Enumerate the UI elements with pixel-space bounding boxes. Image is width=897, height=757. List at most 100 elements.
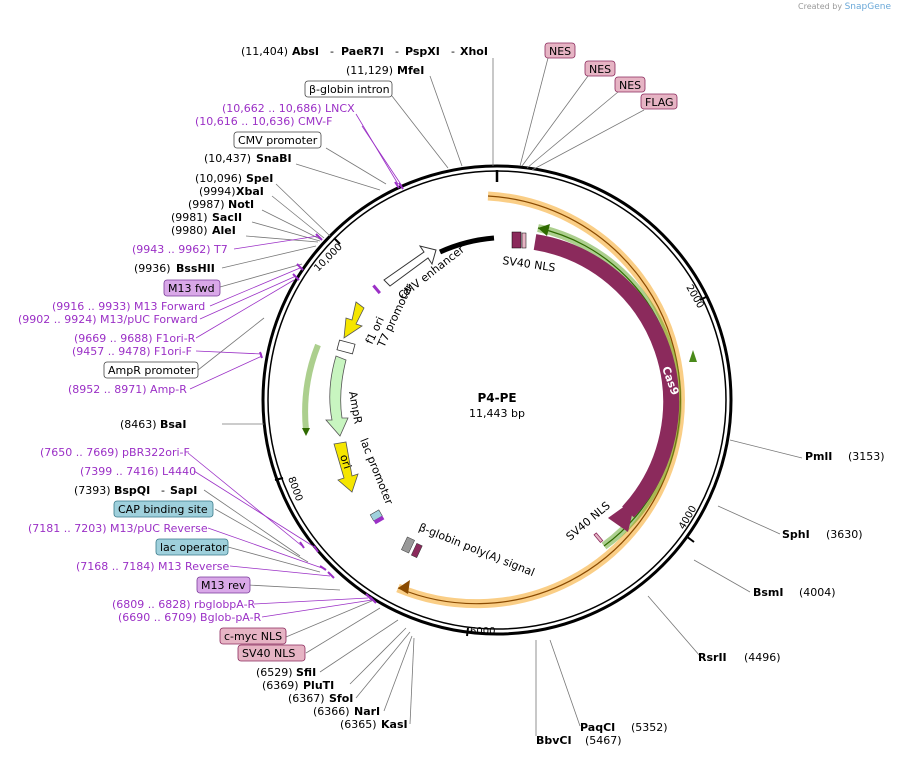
bglobin-intron-box[interactable]: [304, 80, 393, 98]
sapi-site[interactable]: SapI: [170, 484, 197, 497]
f1ori-r-primer[interactable]: (9669 .. 9688) F1ori-R: [74, 332, 196, 345]
tick-10000-mark: [333, 237, 341, 245]
bsshii-pos: (9936): [134, 262, 171, 275]
m13rev-label: M13 rev: [201, 579, 246, 592]
m13reverse-primer[interactable]: (7168 .. 7184) M13 Reverse: [76, 560, 229, 573]
bglobin-polya-block: [401, 536, 415, 554]
sv40-nls-bottom-mark: [593, 532, 604, 544]
nes-tag-3-label: NES: [619, 79, 641, 92]
rsrii-site[interactable]: RsrII: [698, 651, 727, 664]
ori-arrow: [333, 441, 359, 493]
snapgene-credit: Created by SnapGene: [798, 2, 891, 12]
l4440-primer[interactable]: (7399 .. 7416) L4440: [80, 465, 196, 478]
m13puc-reverse-primer[interactable]: (7181 .. 7203) M13/pUC Reverse: [28, 522, 208, 535]
m13fwd-box[interactable]: [163, 279, 221, 297]
leader-lines: [197, 57, 803, 736]
lncx-primer[interactable]: (10,662 .. 10,686) LNCX: [222, 102, 355, 115]
absi-pos: (11,404): [241, 45, 288, 58]
cmvf-primer[interactable]: (10,616 .. 10,636) CMV-F: [195, 115, 332, 128]
m13rev-box[interactable]: [196, 576, 251, 594]
cap-site-label: CAP binding site: [118, 503, 208, 516]
paqci-site[interactable]: PaqCI: [580, 721, 615, 734]
m13puc-forward-primer[interactable]: (9902 .. 9924) M13/pUC Forward: [18, 313, 198, 326]
cas9-arrowhead: [608, 498, 636, 532]
sphi-site[interactable]: SphI: [782, 528, 810, 541]
orange-arrowhead: [398, 580, 410, 594]
sacii-site[interactable]: SacII: [212, 211, 242, 224]
m13fwd-label: M13 fwd: [168, 282, 215, 295]
sphi-pos: (3630): [826, 528, 863, 541]
pspxi-sep: -: [451, 45, 455, 58]
flag-tag[interactable]: [640, 93, 678, 110]
mfei-site[interactable]: MfeI: [397, 64, 424, 77]
cmyc-nls-label: c-myc NLS: [224, 630, 282, 643]
nes-tag-3[interactable]: [614, 76, 646, 93]
t7-primer[interactable]: (9943 .. 9962) T7: [132, 243, 228, 256]
plasmid-name: P4-PE: [477, 391, 516, 405]
rsrii-pos: (4496): [744, 651, 781, 664]
pluti-pos: (6369): [262, 679, 299, 692]
sv40-nls-box[interactable]: [237, 644, 306, 662]
paer7i-site[interactable]: PaeR7I: [341, 45, 384, 58]
ampr-label: AmpR: [346, 390, 365, 425]
plasmid-size: 11,443 bp: [469, 407, 525, 420]
bsmi-pos: (4004): [799, 586, 836, 599]
sacii-pos: (9981): [171, 211, 208, 224]
cmyc-nls-box[interactable]: [219, 627, 287, 645]
credit-prefix: Created by: [798, 2, 843, 11]
pmli-site[interactable]: PmlI: [805, 450, 832, 463]
pspxi-site[interactable]: PspXI: [405, 45, 440, 58]
sfii-pos: (6529): [256, 666, 293, 679]
bspqi-site[interactable]: BspQI: [114, 484, 150, 497]
tick-4000-mark: [685, 535, 695, 543]
absi-sep: -: [330, 45, 334, 58]
bglobpa-primer[interactable]: (6690 .. 6709) Bglob-pA-R: [118, 611, 262, 624]
spei-site[interactable]: SpeI: [246, 172, 273, 185]
sv40-nls-label: SV40 NLS: [242, 647, 295, 660]
bsai-site[interactable]: BsaI: [160, 418, 186, 431]
absi-site[interactable]: AbsI: [292, 45, 319, 58]
nari-pos: (6366): [313, 705, 350, 718]
alei-pos: (9980): [171, 224, 208, 237]
xhoi-site[interactable]: XhoI: [460, 45, 488, 58]
paqci-pos: (5352): [631, 721, 668, 734]
amp-r-primer[interactable]: (8952 .. 8971) Amp-R: [68, 383, 187, 396]
nes-tag-1[interactable]: [544, 42, 576, 59]
f1-ori-arrow: [343, 301, 365, 339]
ampr-promoter-box[interactable]: [103, 361, 199, 379]
bsmi-site[interactable]: BsmI: [753, 586, 784, 599]
pbr322-primer[interactable]: (7650 .. 7669) pBR322ori-F: [40, 446, 190, 459]
nari-site[interactable]: NarI: [354, 705, 380, 718]
nes-tag-1-label: NES: [549, 45, 571, 58]
green-arrowhead: [538, 224, 550, 236]
bsai-pos: (8463): [120, 418, 157, 431]
bsshii-site[interactable]: BssHII: [176, 262, 215, 275]
m13forward-primer[interactable]: (9916 .. 9933) M13 Forward: [52, 300, 205, 313]
bbvci-site[interactable]: BbvCI: [536, 734, 572, 747]
bspqi-pos: (7393): [74, 484, 111, 497]
kasi-site[interactable]: KasI: [381, 718, 408, 731]
nes-tag-2[interactable]: [584, 60, 616, 77]
f1ori-f-primer[interactable]: (9457 .. 9478) F1ori-F: [72, 345, 192, 358]
tick-4000: 4000: [677, 504, 699, 532]
lac-operator-box[interactable]: [155, 538, 229, 556]
noti-site[interactable]: NotI: [228, 198, 254, 211]
pmli-pos: (3153): [848, 450, 885, 463]
alei-site[interactable]: AleI: [212, 224, 236, 237]
sfii-site[interactable]: SfiI: [296, 666, 316, 679]
snapgene-logo: SnapGene: [844, 2, 891, 12]
backbone-outer: [261, 164, 733, 636]
cmv-promoter-box[interactable]: [233, 131, 322, 149]
rbglobpa-primer[interactable]: (6809 .. 6828) rbglobpA-R: [112, 598, 256, 611]
mfei-pos: (11,129): [346, 64, 393, 77]
xbai-site[interactable]: XbaI: [236, 185, 264, 198]
cap-site-box[interactable]: [113, 500, 214, 518]
sfoi-site[interactable]: SfoI: [329, 692, 353, 705]
ampr-arrow: [325, 355, 349, 437]
tick-8000-mark: [274, 477, 284, 481]
ampr-promoter-block: [336, 339, 356, 355]
snabi-site[interactable]: SnaBI: [256, 152, 292, 165]
lac-operator-label: lac operator: [160, 541, 227, 554]
pluti-site[interactable]: PluTI: [303, 679, 334, 692]
